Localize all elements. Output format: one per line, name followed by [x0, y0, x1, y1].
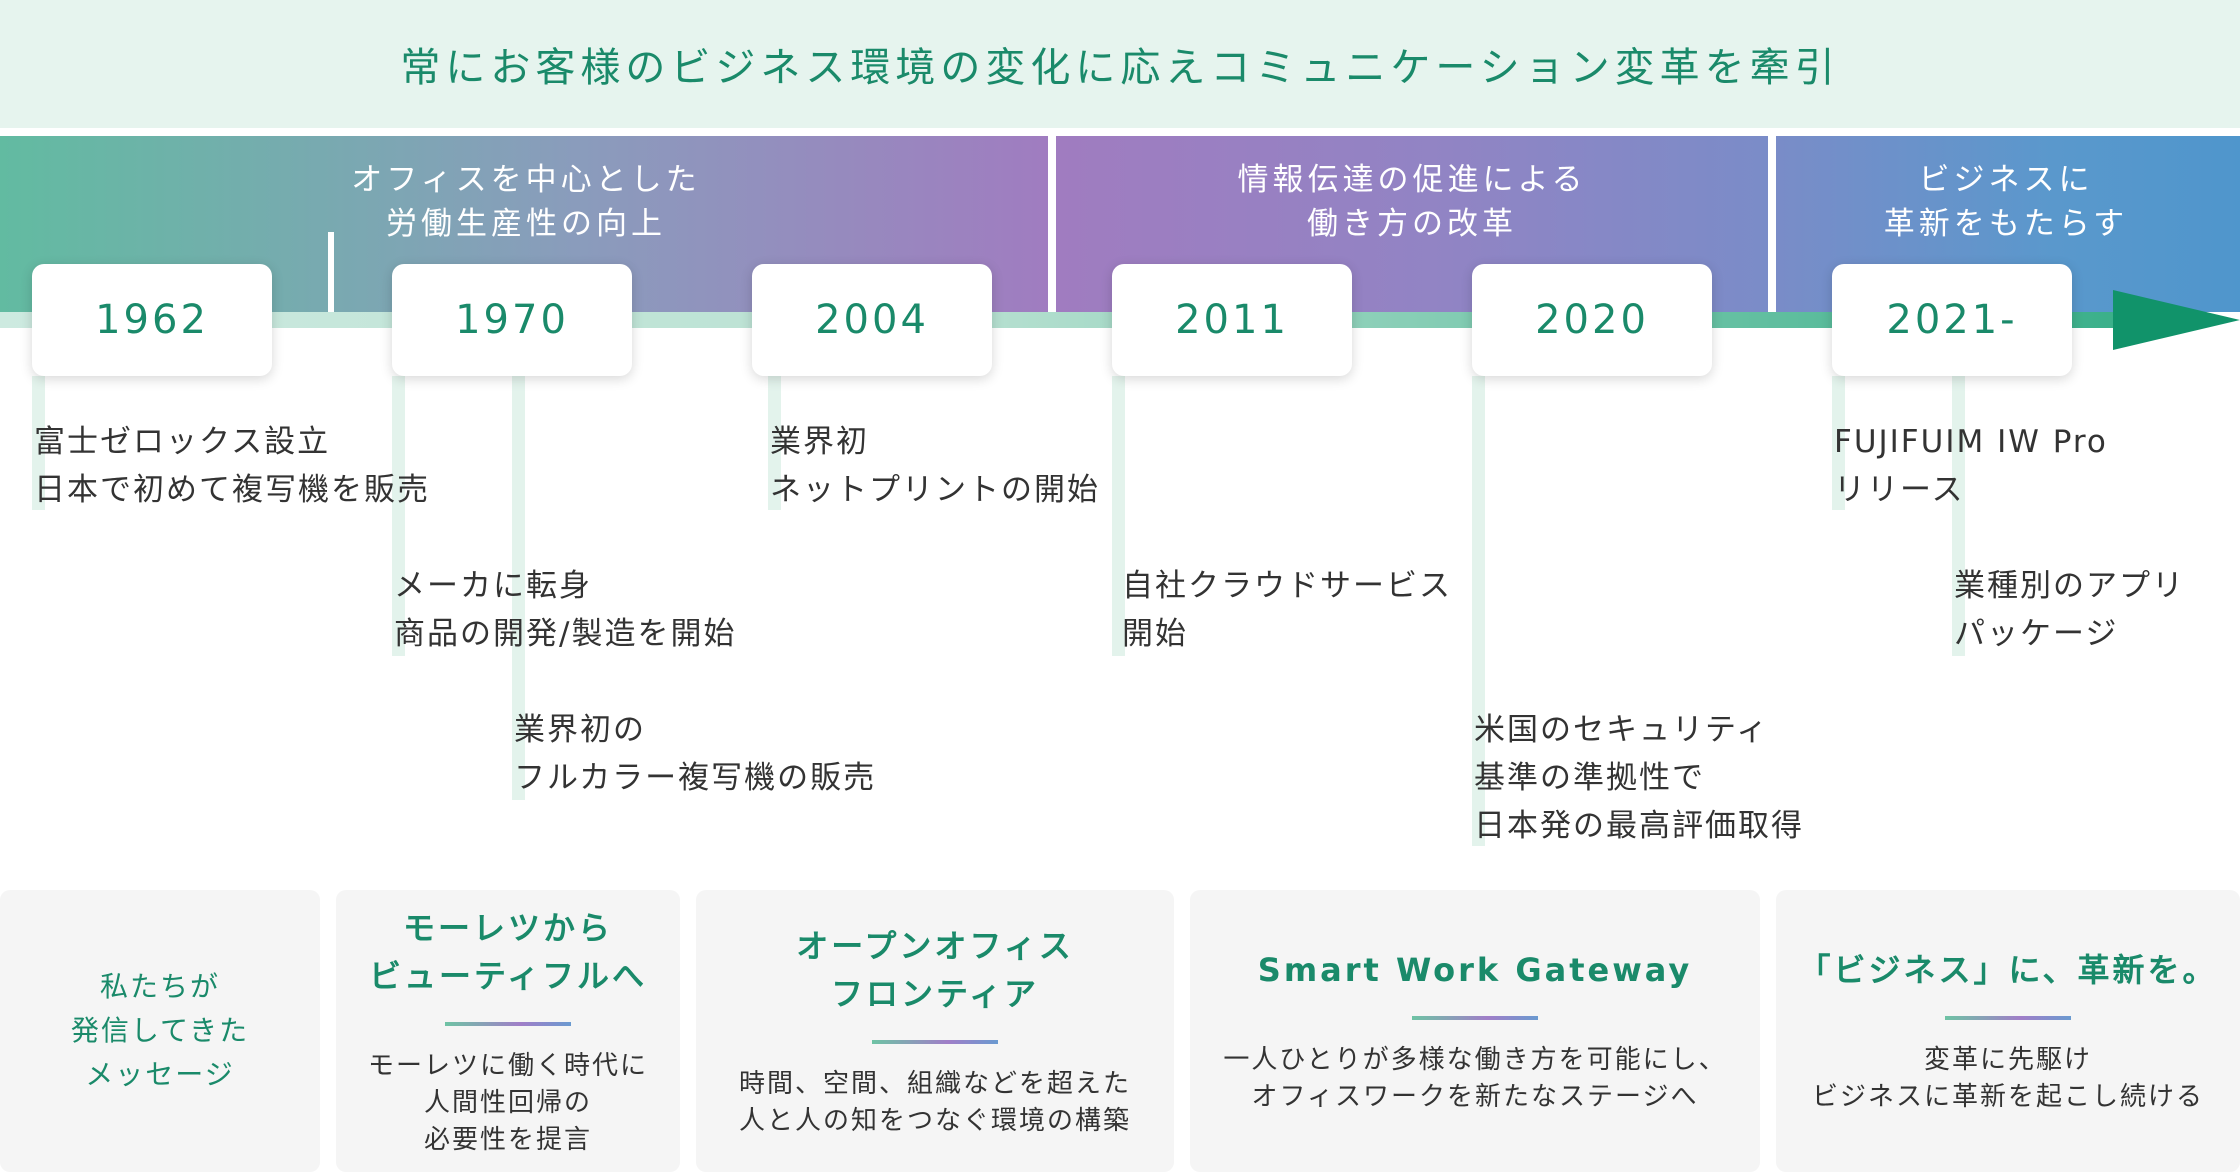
banner-title: 常にお客様のビジネス環境の変化に応えコミュニケーション変革を牽引 — [400, 45, 1840, 91]
event-stem — [1832, 376, 1845, 510]
card-desc-line: 時間、空間、組織などを超えた — [738, 1069, 1131, 1099]
era-title-line: 労働生産性の向上 — [386, 206, 666, 242]
event-full-color: 業界初の フルカラー複写機の販売 — [514, 706, 876, 802]
year-label: 2004 — [815, 297, 929, 343]
event-security: 米国のセキュリティ 基準の準拠性で 日本発の最高評価取得 — [1474, 706, 1804, 850]
event-line: 自社クラウドサービス — [1122, 568, 1452, 604]
timeline-axis — [0, 312, 2115, 328]
event-cloud: 自社クラウドサービス 開始 — [1122, 562, 1452, 658]
year-box-1970: 1970 — [392, 264, 632, 376]
card-desc-line: 必要性を提言 — [423, 1124, 592, 1155]
year-label: 2020 — [1535, 297, 1649, 343]
era-title-line: ビジネスに — [1918, 162, 2094, 198]
message-card-beautiful: モーレツから ビューティフルへ モーレツに働く時代に 人間性回帰の 必要性を提言 — [336, 890, 680, 1172]
event-stem — [768, 376, 781, 510]
event-line: 業種別のアプリ — [1954, 568, 2185, 604]
card-title-line: フロンティア — [830, 975, 1040, 1013]
card-desc-line: オフィスワークを新たなステージへ — [1251, 1082, 1699, 1112]
card-title-line: オープンオフィス — [796, 927, 1074, 965]
header-banner: 常にお客様のビジネス環境の変化に応えコミュニケーション変革を牽引 — [0, 0, 2240, 128]
year-label: 1962 — [95, 297, 209, 343]
event-founding: 富士ゼロックス設立 日本で初めて複写機を販売 — [34, 418, 430, 514]
card-desc-line: 人間性回帰の — [423, 1087, 592, 1118]
event-line: メーカに転身 — [394, 568, 592, 604]
messages-label-line: 私たちが — [99, 970, 220, 1003]
event-line: 日本で初めて複写機を販売 — [34, 472, 430, 508]
card-title-line: ビューティフルへ — [368, 956, 648, 995]
event-stem — [32, 376, 45, 510]
era-title-line: オフィスを中心とした — [351, 162, 701, 198]
era-divider — [328, 232, 334, 328]
card-desc-line: 人と人の知をつなぐ環境の構築 — [738, 1106, 1131, 1136]
card-title-line: 「ビジネス」に、革新を。 — [1798, 951, 2218, 989]
era-title-line: 革新をもたらす — [1883, 206, 2129, 242]
event-line: 基準の準拠性で — [1474, 760, 1705, 796]
message-card-business-innovation: 「ビジネス」に、革新を。 変革に先駆け ビジネスに革新を起こし続ける — [1776, 890, 2240, 1172]
event-line: ネットプリントの開始 — [770, 472, 1100, 508]
event-stem — [512, 376, 525, 800]
card-title-line: モーレツから — [402, 908, 613, 947]
event-line: 米国のセキュリティ — [1474, 712, 1770, 748]
event-line: 業界初の — [514, 712, 646, 748]
event-line: FUJIFUIM IW Pro — [1834, 424, 2108, 460]
event-line: 富士ゼロックス設立 — [34, 424, 331, 460]
card-desc-line: 一人ひとりが多様な働き方を可能にし、 — [1223, 1045, 1727, 1075]
message-card-smart-work: Smart Work Gateway 一人ひとりが多様な働き方を可能にし、 オフ… — [1190, 890, 1760, 1172]
year-label: 1970 — [455, 297, 569, 343]
messages-label-line: メッセージ — [85, 1058, 235, 1091]
year-box-1962: 1962 — [32, 264, 272, 376]
timeline-arrow-icon — [2113, 290, 2240, 350]
era-divider — [1768, 136, 1776, 312]
event-line: 日本発の最高評価取得 — [1474, 808, 1804, 844]
event-stem — [392, 376, 405, 656]
year-box-2011: 2011 — [1112, 264, 1352, 376]
event-stem — [1952, 376, 1965, 656]
card-title-line: Smart Work Gateway — [1257, 951, 1693, 989]
year-box-2004: 2004 — [752, 264, 992, 376]
card-divider — [1945, 1016, 2071, 1020]
year-box-2020: 2020 — [1472, 264, 1712, 376]
event-stem — [1472, 376, 1485, 846]
messages-label-line: 発信してきた — [70, 1014, 250, 1047]
card-divider — [445, 1021, 571, 1026]
event-industry-apps: 業種別のアプリ パッケージ — [1954, 562, 2185, 658]
event-netprint: 業界初 ネットプリントの開始 — [770, 418, 1100, 514]
card-divider — [872, 1040, 998, 1044]
event-line: 商品の開発/製造を開始 — [394, 616, 737, 652]
year-label: 2021- — [1886, 297, 2018, 343]
year-label: 2011 — [1175, 297, 1289, 343]
event-line: フルカラー複写機の販売 — [514, 760, 877, 796]
era-title-line: 働き方の改革 — [1307, 206, 1517, 242]
messages-label-card: 私たちが 発信してきた メッセージ — [0, 890, 320, 1172]
event-manufacturer: メーカに転身 商品の開発/製造を開始 — [394, 562, 736, 658]
year-box-2021: 2021- — [1832, 264, 2072, 376]
event-iw-pro: FUJIFUIM IW Pro リリース — [1834, 418, 2108, 514]
event-line: 業界初 — [770, 424, 869, 460]
era-title-line: 情報伝達の促進による — [1237, 162, 1587, 198]
card-desc-line: モーレツに働く時代に — [367, 1050, 648, 1081]
event-line: パッケージ — [1954, 616, 2119, 652]
card-desc-line: 変革に先駆け — [1923, 1045, 2092, 1075]
event-stem — [1112, 376, 1125, 656]
message-card-open-office: オープンオフィス フロンティア 時間、空間、組織などを超えた 人と人の知をつなぐ… — [696, 890, 1174, 1172]
era-divider — [1048, 136, 1056, 312]
event-line: 開始 — [1122, 616, 1188, 652]
card-desc-line: ビジネスに革新を起こし続ける — [1811, 1082, 2204, 1112]
card-divider — [1412, 1016, 1538, 1020]
event-line: リリース — [1834, 472, 1965, 508]
